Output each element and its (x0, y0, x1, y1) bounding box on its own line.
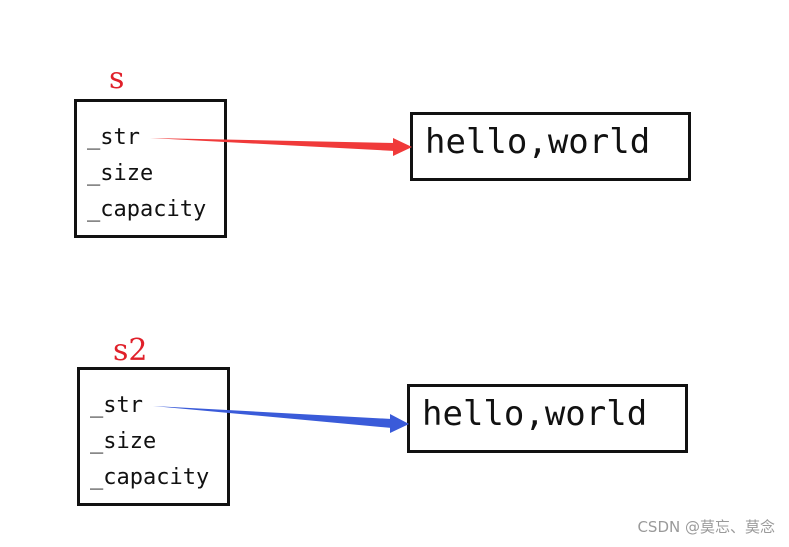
watermark-text: CSDN @莫忘、莫念 (637, 518, 775, 536)
field-str: _str (87, 125, 140, 150)
field-capacity: _capacity (90, 465, 210, 490)
field-capacity: _capacity (87, 197, 207, 222)
string-box-s-target: hello,world (410, 112, 691, 181)
arrowhead-s2 (390, 414, 409, 433)
string-value: hello,world (422, 394, 648, 434)
field-size: _size (87, 161, 154, 186)
struct-box-s2: _str _size _capacity (77, 367, 230, 506)
arrowhead-s (393, 138, 412, 156)
var-label-s2: s2 (113, 333, 148, 368)
string-box-s2-target: hello,world (407, 384, 688, 453)
field-size: _size (90, 429, 157, 454)
field-str: _str (90, 393, 143, 418)
string-value: hello,world (425, 122, 651, 162)
pointer-arrow-s2 (153, 406, 392, 428)
var-label-s: s (109, 61, 125, 96)
pointer-arrow-s (150, 138, 395, 151)
struct-box-s: _str _size _capacity (74, 99, 227, 238)
